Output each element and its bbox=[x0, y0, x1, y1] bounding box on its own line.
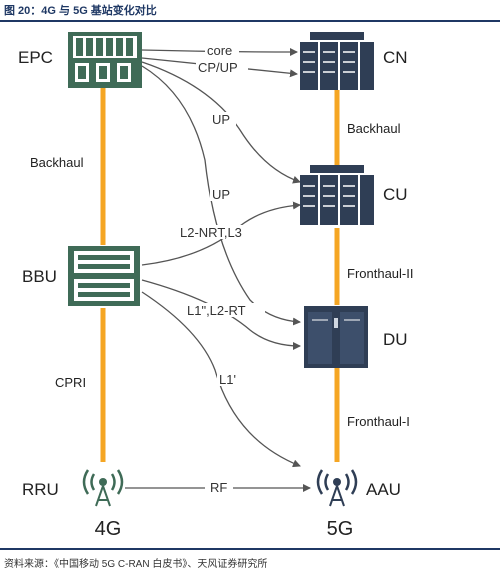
up-cu-arrow bbox=[141, 61, 301, 184]
cp-up-label: CP/UP bbox=[198, 60, 238, 75]
epc-icon bbox=[68, 32, 142, 88]
du-label: DU bbox=[383, 330, 408, 349]
core-label: core bbox=[207, 43, 232, 58]
rru-label: RRU bbox=[22, 480, 59, 499]
l1-l2-rt-label: L1",L2-RT bbox=[187, 303, 246, 318]
column-label-5g: 5G bbox=[327, 518, 354, 540]
figure-title: 图 20：4G 与 5G 基站变化对比 bbox=[4, 5, 157, 17]
network-diagram: EPC BBU RRU CN CU DU AAU 4G 5G Backhaul … bbox=[18, 32, 413, 540]
fronthaul-i-label: Fronthaul-I bbox=[347, 414, 410, 429]
cu-label: CU bbox=[383, 185, 408, 204]
rru-antenna-icon bbox=[82, 469, 124, 507]
up-label-1: UP bbox=[212, 112, 230, 127]
l1-l2-rt-arrow bbox=[141, 279, 301, 350]
bbu-label: BBU bbox=[22, 267, 57, 286]
fronthaul-ii-label: Fronthaul-II bbox=[347, 266, 413, 281]
bbu-icon bbox=[68, 246, 140, 306]
l2-nrt-l3-label: L2-NRT,L3 bbox=[180, 225, 242, 240]
cn-label: CN bbox=[383, 48, 408, 67]
du-cabinet-icon bbox=[304, 306, 368, 368]
epc-label: EPC bbox=[18, 48, 53, 67]
cu-server-icon bbox=[300, 165, 374, 225]
rf-label: RF bbox=[210, 480, 227, 495]
cn-server-icon bbox=[300, 32, 374, 90]
column-label-4g: 4G bbox=[95, 518, 122, 540]
up-label-2: UP bbox=[212, 187, 230, 202]
backhaul-5g-label: Backhaul bbox=[347, 121, 401, 136]
aau-label: AAU bbox=[366, 480, 401, 499]
figure-footer: 资料来源：《中国移动 5G C-RAN 白皮书》、天风证券研究所 bbox=[0, 548, 500, 573]
aau-antenna-icon bbox=[316, 469, 358, 507]
l1-arrow bbox=[141, 291, 301, 468]
figure-header: 图 20：4G 与 5G 基站变化对比 bbox=[0, 0, 500, 22]
l1-label: L1' bbox=[219, 372, 236, 387]
cpri-label: CPRI bbox=[55, 375, 86, 390]
source-note: 资料来源：《中国移动 5G C-RAN 白皮书》、天风证券研究所 bbox=[4, 559, 268, 570]
backhaul-4g-label: Backhaul bbox=[30, 155, 84, 170]
